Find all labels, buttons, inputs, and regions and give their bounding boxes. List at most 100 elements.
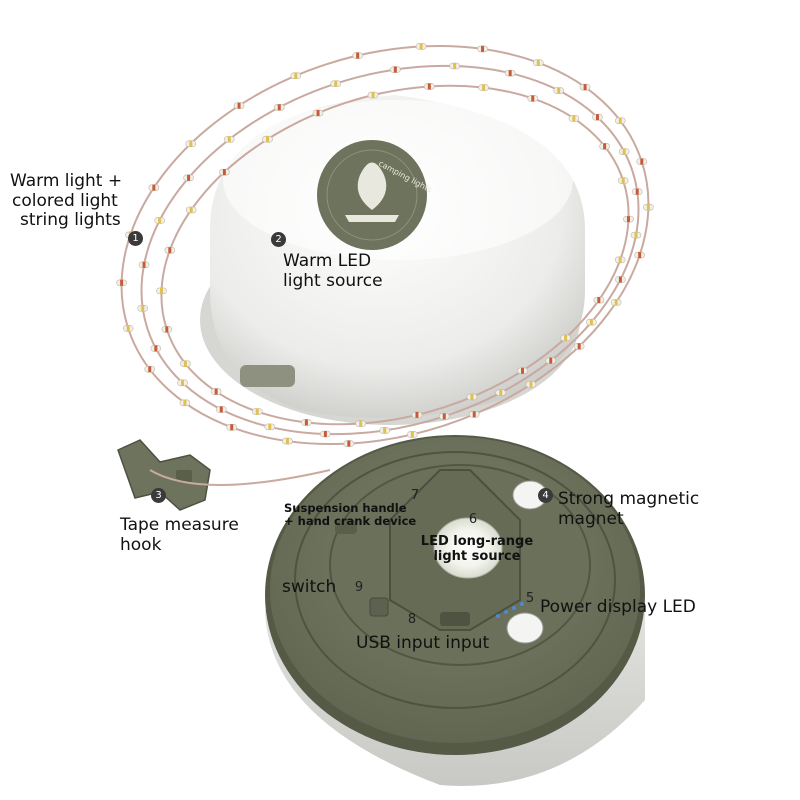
light-bead (379, 427, 390, 434)
callout-6-label: LED long-range light source (420, 534, 534, 564)
light-bead (614, 256, 626, 264)
light-bead (138, 261, 150, 269)
callout-2-number: 2 (271, 232, 286, 247)
light-bead (183, 174, 194, 182)
light-bead (273, 104, 285, 111)
light-bead (643, 203, 654, 211)
light-bead (177, 379, 188, 387)
light-bead (411, 411, 423, 419)
light-bead (504, 69, 516, 77)
upper-shell (200, 95, 585, 425)
callout-2-label: Warm LED light source (283, 251, 383, 291)
tape-measure-hook (117, 439, 211, 511)
light-bead (251, 408, 263, 415)
callout-1-label: Warm light + colored light string lights (10, 171, 123, 231)
light-bead (599, 143, 610, 150)
callout-1-number: 1 (128, 231, 143, 246)
string-light-beads (116, 43, 654, 447)
light-bead (179, 399, 191, 407)
light-bead (330, 80, 342, 87)
light-bead (545, 357, 557, 364)
light-bead (478, 84, 489, 91)
light-bead (161, 326, 173, 333)
light-bead (390, 66, 401, 73)
light-bead (527, 95, 539, 102)
light-bead (219, 168, 230, 176)
light-bead (449, 62, 460, 70)
light-bead (264, 423, 276, 431)
light-bead (226, 423, 238, 431)
callout-7-label: Suspension handle + hand crank device (284, 501, 417, 529)
light-bead (593, 296, 605, 304)
light-bead (210, 388, 222, 395)
light-bead (352, 52, 363, 59)
light-bead (466, 393, 478, 401)
light-bead (592, 113, 603, 121)
callout-3-number: 3 (151, 488, 166, 503)
light-bead (517, 367, 528, 375)
light-bead (144, 365, 156, 373)
light-bead (116, 279, 127, 287)
light-bead (301, 419, 312, 426)
light-bead (320, 430, 331, 438)
callout-4-label: Strong magnetic magnet (558, 489, 700, 529)
light-bead (532, 59, 544, 67)
light-bead (634, 251, 645, 259)
light-bead (615, 276, 626, 283)
camping-lights-logo: camping lights (317, 140, 433, 250)
callout-5-number: 5 (525, 591, 535, 606)
light-bead (415, 43, 427, 50)
light-bead (586, 318, 597, 326)
base-unit (265, 435, 645, 786)
light-bead (156, 287, 167, 295)
light-bead (215, 406, 227, 413)
light-bead (122, 325, 134, 332)
light-bead (477, 45, 488, 53)
light-bead (573, 343, 585, 350)
callout-3-label: Tape measure hook (120, 515, 239, 555)
light-bead (180, 360, 191, 367)
light-bead (617, 177, 629, 184)
callout-7-number: 7 (410, 488, 420, 503)
light-bead (631, 188, 643, 195)
light-bead (636, 158, 648, 165)
light-bead (495, 389, 507, 396)
led-window (433, 517, 503, 579)
light-bead (148, 184, 160, 191)
light-bead (468, 411, 480, 418)
callout-9-label: switch (282, 577, 337, 597)
light-bead (185, 140, 197, 147)
light-bead (282, 437, 293, 445)
light-bead (579, 83, 591, 91)
light-bead (343, 440, 355, 447)
light-bead (623, 215, 634, 223)
light-bead (290, 72, 302, 79)
light-bead (150, 345, 162, 352)
light-bead (424, 83, 435, 90)
callout-8-label: USB input input (356, 633, 490, 653)
light-bead (154, 217, 165, 224)
light-bead (407, 431, 418, 438)
magnet-bottom (506, 612, 544, 644)
light-bead (568, 115, 580, 122)
callout-9-number: 9 (354, 580, 364, 595)
callout-4-number: 4 (538, 488, 553, 503)
light-bead (262, 135, 273, 143)
light-bead (137, 305, 149, 312)
light-bead (164, 246, 176, 254)
callout-6-number: 6 (468, 512, 478, 527)
light-bead (355, 420, 366, 427)
light-bead (233, 102, 245, 109)
light-bead (223, 136, 235, 143)
light-bead (553, 87, 565, 94)
light-bead (618, 148, 630, 155)
light-bead (630, 231, 642, 239)
light-bead (610, 299, 622, 306)
light-bead (560, 334, 571, 342)
light-bead (312, 109, 324, 117)
light-bead (185, 206, 197, 214)
light-bead (367, 91, 379, 99)
light-bead (438, 413, 450, 420)
light-bead (525, 381, 537, 388)
